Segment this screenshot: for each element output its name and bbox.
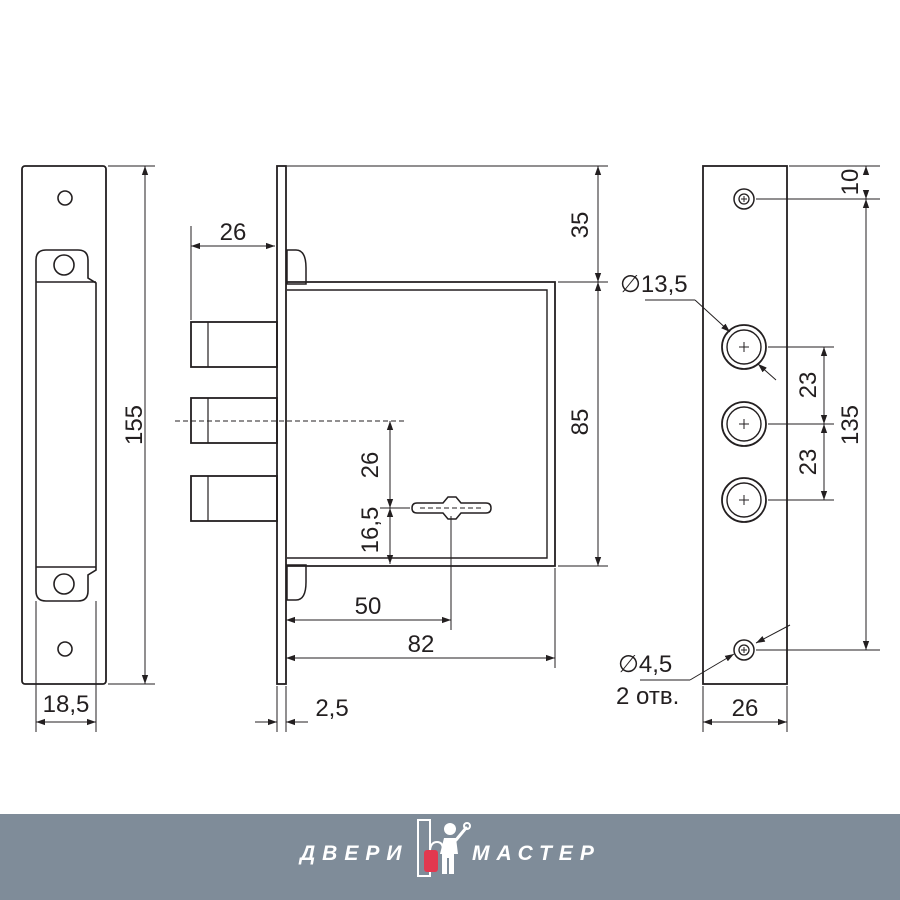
dim-bolt-spacing-2: 23 [795, 449, 822, 476]
bolt-hole-top [721, 324, 767, 370]
dim-keyhole-to-bottom: 16,5 [357, 507, 384, 554]
brand-right-word: МАСТЕР [472, 842, 601, 865]
keyhole [411, 496, 492, 520]
lock-side-view [190, 165, 556, 685]
strike-screw-bottom [53, 573, 75, 595]
strike-plate-view [21, 165, 107, 685]
strike-dimensions [35, 165, 155, 732]
dim-mount-hole-spacing: 135 [837, 405, 864, 445]
dim-bolt-spacing-1: 23 [795, 372, 822, 399]
dim-strike-width: 18,5 [43, 691, 90, 718]
dim-bolt-hole-diameter: ∅13,5 [620, 271, 688, 298]
faceplate-screw-bottom [286, 564, 307, 601]
front-plate-outline [702, 165, 788, 685]
dim-bolt-to-keyhole: 26 [357, 452, 384, 479]
dim-mount-hole-diameter: ∅4,5 [618, 651, 672, 678]
leader-4-5 [689, 653, 735, 681]
strike-plate-outline [21, 165, 107, 685]
brand-left-word: ДВЕРИ [300, 842, 409, 865]
faceplate-screw-top [286, 249, 307, 285]
dim-backset: 50 [355, 593, 382, 620]
dim-top-offset: 35 [567, 212, 594, 239]
hole-crosses [739, 196, 749, 653]
dim-faceplate-thickness: 2,5 [315, 695, 348, 722]
front-mount-hole-bottom [733, 639, 755, 661]
strike-mount-hole-top [57, 190, 73, 206]
strike-pocket [35, 249, 97, 602]
dim-strike-height: 155 [121, 405, 148, 445]
faceplate [276, 165, 287, 685]
dim-front-top-offset: 10 [837, 169, 864, 196]
bolt-bottom [190, 475, 278, 522]
front-plate-view [702, 165, 788, 685]
bolt-hole-middle [721, 401, 767, 447]
strike-screw-top [53, 254, 75, 276]
dim-mount-hole-count: 2 отв. [616, 683, 679, 710]
dim-front-width: 26 [732, 695, 759, 722]
lock-case-inner [287, 289, 548, 559]
strike-mount-hole-bottom [57, 641, 73, 657]
dim-case-depth: 82 [408, 631, 435, 658]
bolt-hole-bottom [721, 477, 767, 523]
lock-side-dimensions [175, 165, 608, 732]
dim-case-height: 85 [567, 409, 594, 436]
dim-bolt-projection: 26 [220, 219, 247, 246]
leader-13-5 [694, 299, 731, 333]
bolt-top [190, 321, 278, 368]
locksmith-figure-icon [417, 819, 471, 877]
front-plate-dimensions [640, 165, 880, 732]
front-mount-hole-top [733, 188, 755, 210]
lock-case-outer [287, 281, 556, 567]
